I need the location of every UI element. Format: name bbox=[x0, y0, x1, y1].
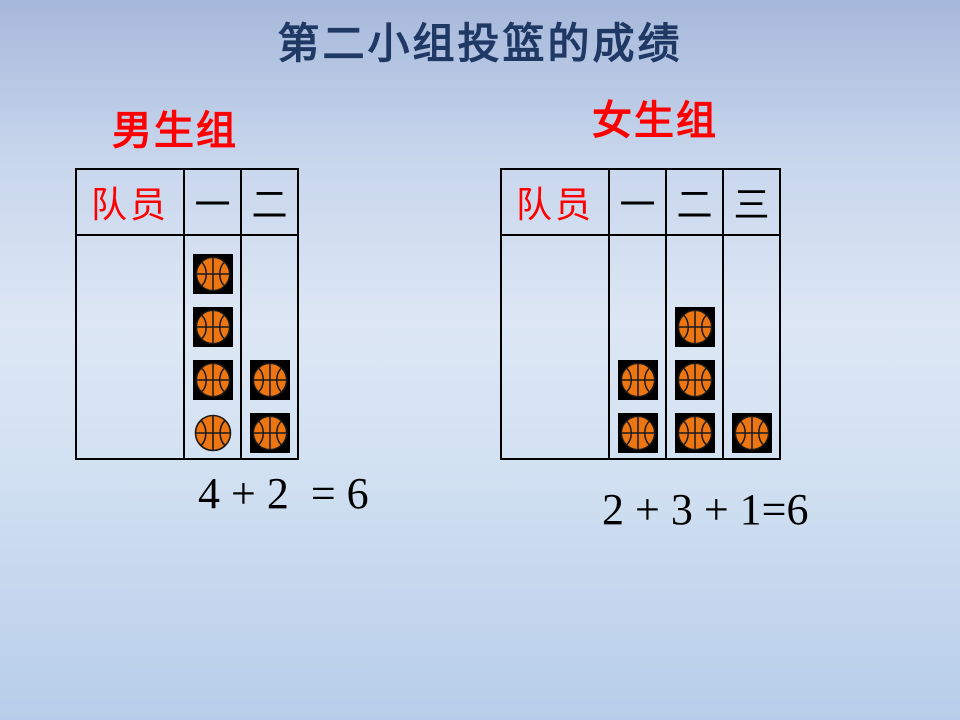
boys-group-label: 男生组 bbox=[112, 109, 238, 153]
basketball-icon bbox=[674, 360, 715, 400]
girls-group-label: 女生组 bbox=[592, 99, 718, 143]
girls-equation: 2 + 3 + 1=6 bbox=[602, 485, 809, 534]
basketball-icon bbox=[249, 413, 290, 453]
girls-score-table: 队员一二三 bbox=[500, 168, 781, 460]
member-header-cell: 队员 bbox=[77, 170, 183, 236]
basketball-icon bbox=[617, 360, 658, 400]
ball-stack bbox=[610, 236, 665, 458]
score-column-三: 三 bbox=[722, 170, 779, 458]
ball-stack bbox=[185, 236, 240, 458]
basketball-icon bbox=[674, 413, 715, 453]
member-column: 队员 bbox=[77, 170, 183, 458]
member-header-cell: 队员 bbox=[502, 170, 608, 236]
column-header-cell: 二 bbox=[667, 170, 722, 236]
basketball-icon bbox=[674, 307, 715, 347]
score-column-一: 一 bbox=[608, 170, 665, 458]
boys-equation: 4 + 2 = 6 bbox=[198, 469, 369, 518]
ball-stack bbox=[242, 236, 297, 458]
ball-stack bbox=[667, 236, 722, 458]
column-header-cell: 三 bbox=[724, 170, 779, 236]
basketball-icon bbox=[192, 254, 233, 294]
basketball-icon bbox=[617, 413, 658, 453]
basketball-icon bbox=[731, 413, 772, 453]
member-body-cell bbox=[77, 236, 183, 458]
basketball-icon bbox=[193, 413, 233, 453]
score-column-二: 二 bbox=[240, 170, 297, 458]
score-column-一: 一 bbox=[183, 170, 240, 458]
ball-stack bbox=[724, 236, 779, 458]
boys-score-table: 队员一二 bbox=[75, 168, 299, 460]
member-column: 队员 bbox=[502, 170, 608, 458]
basketball-icon bbox=[192, 360, 233, 400]
column-header-cell: 一 bbox=[185, 170, 240, 236]
slide-title: 第二小组投篮的成绩 bbox=[277, 20, 683, 67]
score-column-二: 二 bbox=[665, 170, 722, 458]
column-header-cell: 一 bbox=[610, 170, 665, 236]
member-body-cell bbox=[502, 236, 608, 458]
column-header-cell: 二 bbox=[242, 170, 297, 236]
basketball-icon bbox=[192, 307, 233, 347]
basketball-icon bbox=[249, 360, 290, 400]
